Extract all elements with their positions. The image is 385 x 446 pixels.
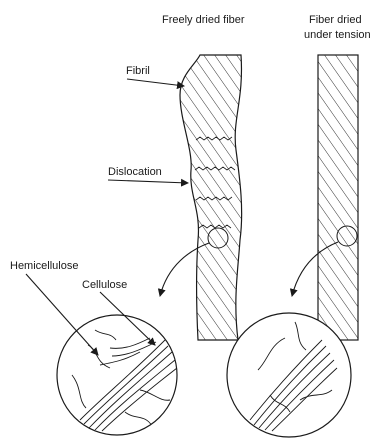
fibril-pointer (127, 79, 184, 86)
freely-dried-fiber-title: Freely dried fiber (162, 14, 245, 26)
fibril-label: Fibril (126, 65, 150, 77)
dislocation-label: Dislocation (108, 166, 162, 178)
tension-fiber-title-line1: Fiber dried (309, 14, 362, 26)
freely-dried-magnify-spot (208, 228, 228, 248)
cellulose-label: Cellulose (82, 279, 127, 291)
dislocation-pointer (108, 180, 188, 183)
hemicellulose-label: Hemicellulose (10, 260, 78, 272)
freely-dried-fiber (180, 55, 242, 340)
tension-dried-fiber (318, 55, 358, 340)
tension-fiber-title-line2: under tension (304, 29, 371, 41)
